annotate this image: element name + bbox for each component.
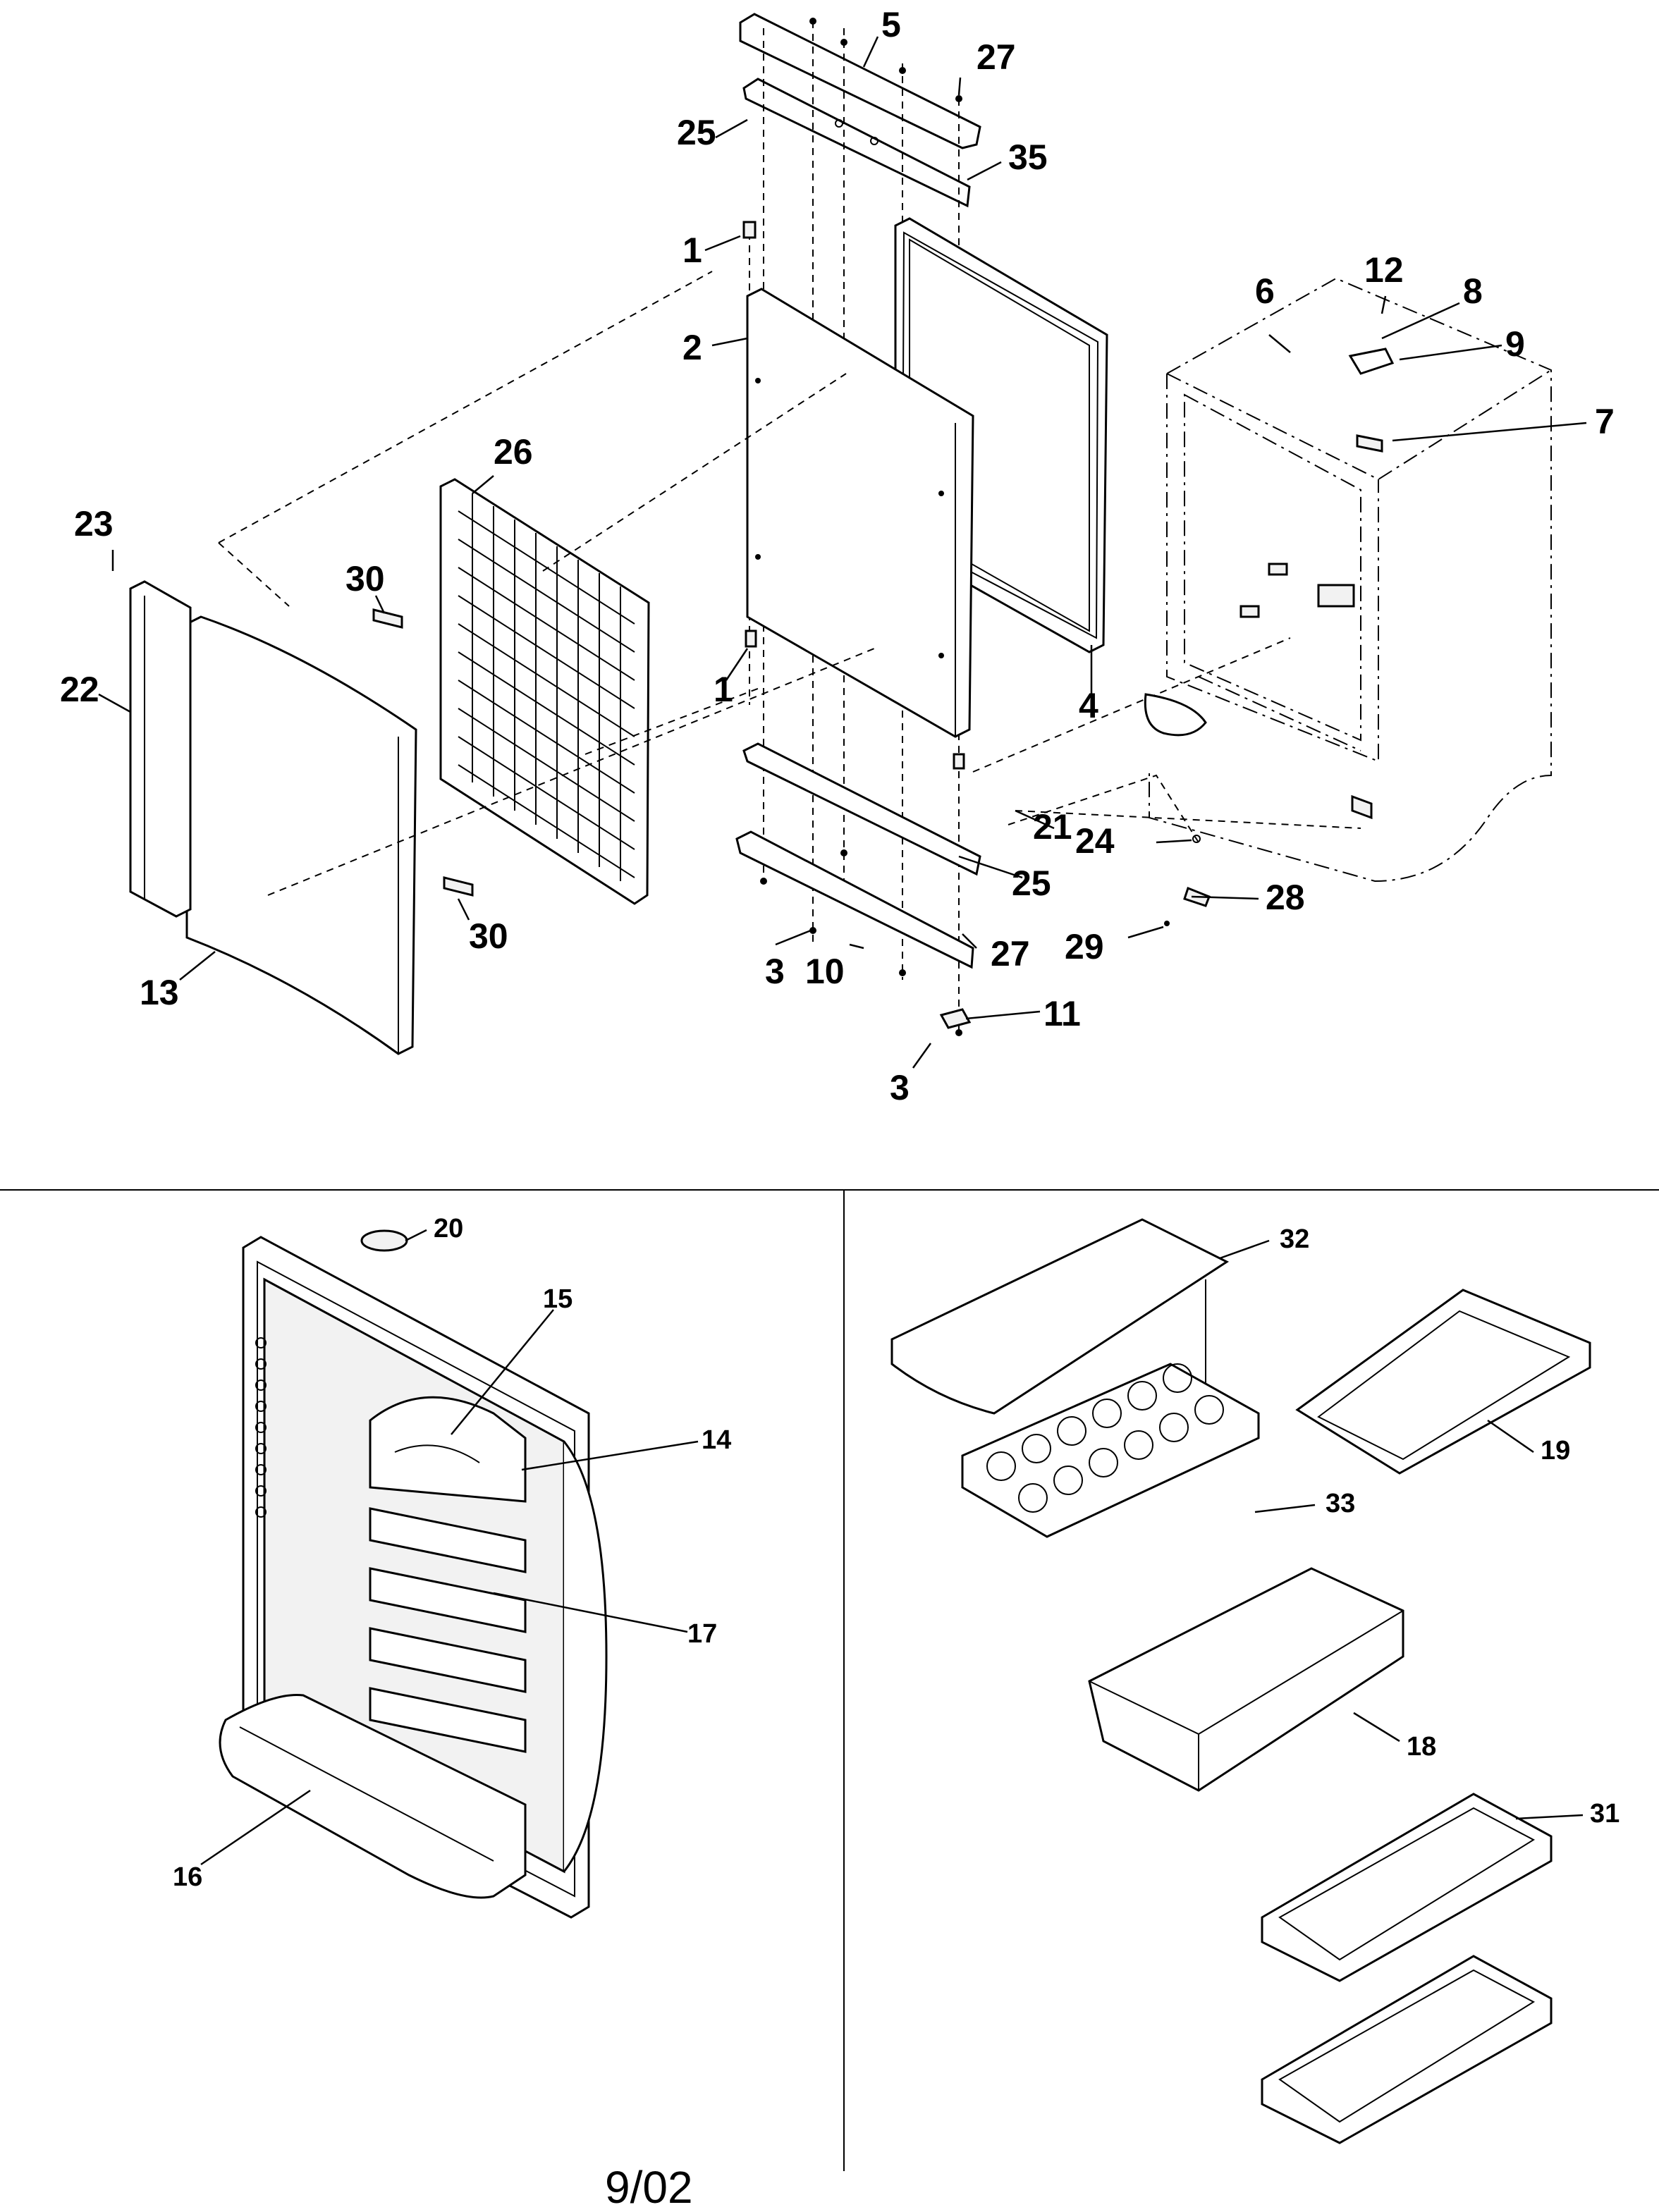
callout-13: 13 <box>140 973 179 1012</box>
callout-23: 23 <box>74 504 114 543</box>
top-leaders <box>98 36 1587 1069</box>
callout-27-bottom: 27 <box>991 934 1030 973</box>
callout-27-top: 27 <box>977 37 1016 77</box>
callout-25-bottom: 25 <box>1012 864 1051 903</box>
callout-9: 9 <box>1505 324 1525 364</box>
callout-26: 26 <box>494 432 533 472</box>
door-shelf-buttons <box>255 1337 267 1518</box>
callout-21: 21 <box>1033 807 1072 847</box>
callout-3-bottom: 3 <box>890 1068 910 1107</box>
callout-11: 11 <box>1043 994 1081 1033</box>
callout-18: 18 <box>1407 1732 1436 1762</box>
top-hinge-covers <box>739 13 981 208</box>
bottom-left-leaders <box>200 1229 699 1866</box>
callout-1-top: 1 <box>682 231 702 270</box>
callout-33: 33 <box>1326 1489 1355 1518</box>
cabinet-frame <box>1144 277 1552 926</box>
bottom-right-leaders <box>1219 1239 1584 1820</box>
callout-8: 8 <box>1463 271 1483 311</box>
retainer-strips <box>372 608 474 897</box>
callout-10: 10 <box>805 952 845 991</box>
refrigerator-door-assembly <box>219 1229 608 1919</box>
bottom-hinge-brackets <box>735 742 981 1029</box>
accessories <box>890 1218 1591 2144</box>
assembly-guides <box>218 271 1361 896</box>
callout-6: 6 <box>1255 271 1275 311</box>
callout-19: 19 <box>1541 1436 1570 1466</box>
callout-1-bottom: 1 <box>714 670 733 709</box>
callout-31: 31 <box>1590 1799 1620 1829</box>
callout-17: 17 <box>687 1619 717 1649</box>
callout-2: 2 <box>682 328 702 367</box>
section-dividers <box>0 1189 1659 2171</box>
callout-32: 32 <box>1280 1224 1309 1254</box>
callout-30-bottom: 30 <box>469 916 508 956</box>
callout-22: 22 <box>60 670 99 709</box>
callout-15: 15 <box>543 1284 573 1314</box>
outer-door-skin <box>185 615 417 1055</box>
door-liner-grid <box>439 478 650 905</box>
callout-4: 4 <box>1079 686 1098 725</box>
callout-5: 5 <box>881 5 901 44</box>
callout-12: 12 <box>1364 250 1404 290</box>
date-code: 9/02 <box>605 2162 693 2212</box>
handle-trim <box>129 580 192 918</box>
callout-24: 24 <box>1075 821 1115 861</box>
callout-14: 14 <box>702 1425 731 1455</box>
callout-29: 29 <box>1065 927 1104 966</box>
callout-7: 7 <box>1595 402 1615 441</box>
callout-25-top: 25 <box>677 113 716 152</box>
callout-labels: 5 27 25 35 1 2 26 23 30 22 1 4 6 12 8 9 … <box>60 5 1620 2212</box>
callout-30-top: 30 <box>345 559 385 598</box>
callout-35: 35 <box>1008 137 1048 177</box>
callout-16: 16 <box>173 1862 202 1892</box>
egg-cups <box>986 1363 1224 1513</box>
callout-20: 20 <box>434 1214 463 1243</box>
callout-28: 28 <box>1266 878 1305 917</box>
callout-3-top: 3 <box>765 952 785 991</box>
